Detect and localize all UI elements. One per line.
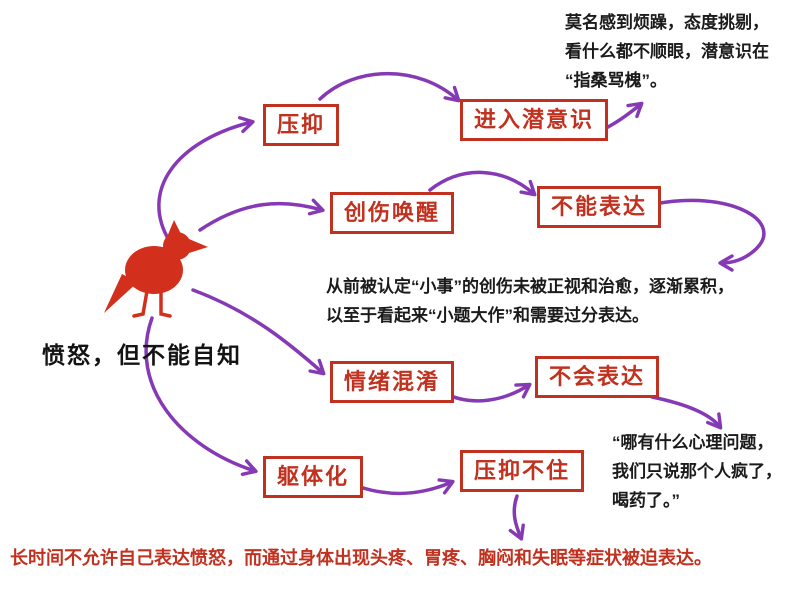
arrow-bird-to-confusion xyxy=(191,288,326,376)
node-trauma-awakened: 创伤唤醒 xyxy=(330,192,455,234)
arrow-somatization-to-holdback xyxy=(358,478,455,496)
annotation-line: 以至于看起来“小题大作”和需要过分表达。 xyxy=(326,306,649,326)
node-somatization: 躯体化 xyxy=(263,456,364,498)
bird-crest xyxy=(167,220,183,238)
node-unable-to-express: 不会表达 xyxy=(535,356,660,398)
annotation-line: 莫名感到烦躁，态度挑剔， xyxy=(565,13,769,32)
bird-leg-left xyxy=(132,289,149,318)
arrow-bird-to-suppression xyxy=(157,116,255,244)
annotation-line: “指桑骂槐”。 xyxy=(565,71,667,91)
arrow-suppression-to-subconscious xyxy=(318,71,461,103)
annotation-line: 长时间不允许自己表达愤怒，而通过身体出现头疼、胃疼、胸闷和失眠等症状被迫表达。 xyxy=(10,548,712,568)
annotation-line: 看什么都不顺眼，潜意识在 xyxy=(565,42,769,62)
arrow-subconscious-to-note xyxy=(604,101,644,130)
arrow-bird-to-somatization xyxy=(144,316,258,477)
bird-icon xyxy=(104,220,208,318)
arrow-bird-to-trauma xyxy=(198,198,325,232)
annotation-line: 我们只说那个人疯了， xyxy=(612,462,782,482)
annotation-stigma: “哪有什么心理问题， 我们只说那个人疯了， 喝药了。” xyxy=(612,428,800,516)
bird-tail xyxy=(104,274,138,313)
center-label: 愤怒，但不能自知 xyxy=(42,342,242,368)
node-emotion-confusion: 情绪混淆 xyxy=(330,361,455,403)
bird-leg-right xyxy=(159,290,172,318)
annotation-somatization: 长时间不允许自己表达愤怒，而通过身体出现头疼、胃疼、胸闷和失眠等症状被迫表达。 xyxy=(10,543,790,574)
bird-beak xyxy=(189,239,208,253)
node-enter-subconscious: 进入潜意识 xyxy=(460,99,609,141)
arrow-trauma-to-cannot-express xyxy=(428,170,537,197)
node-cannot-express: 不能表达 xyxy=(537,186,662,228)
arrow-unable-to-note xyxy=(650,395,723,430)
annotation-trauma: 从前被认定“小事”的创伤未被正视和治愈，逐渐累积， 以至于看起来“小题大作”和需… xyxy=(326,272,776,330)
bird-head xyxy=(163,232,191,260)
annotation-subconscious: 莫名感到烦躁，态度挑剔， 看什么都不顺眼，潜意识在 “指桑骂槐”。 xyxy=(565,8,797,96)
annotation-line: “哪有什么心理问题， xyxy=(612,433,774,452)
annotation-line: 从前被认定“小事”的创伤未被正视和治愈，逐渐累积， xyxy=(326,277,734,296)
arrow-confusion-to-unable xyxy=(442,382,532,403)
arrow-cannot-express-to-note xyxy=(653,198,766,272)
arrow-holdback-to-bottom-note xyxy=(508,494,525,541)
annotation-line: 喝药了。” xyxy=(612,491,680,511)
node-cannot-hold-back: 压抑不住 xyxy=(460,450,585,492)
node-suppression: 压抑 xyxy=(263,104,340,146)
bird-body xyxy=(125,246,183,294)
